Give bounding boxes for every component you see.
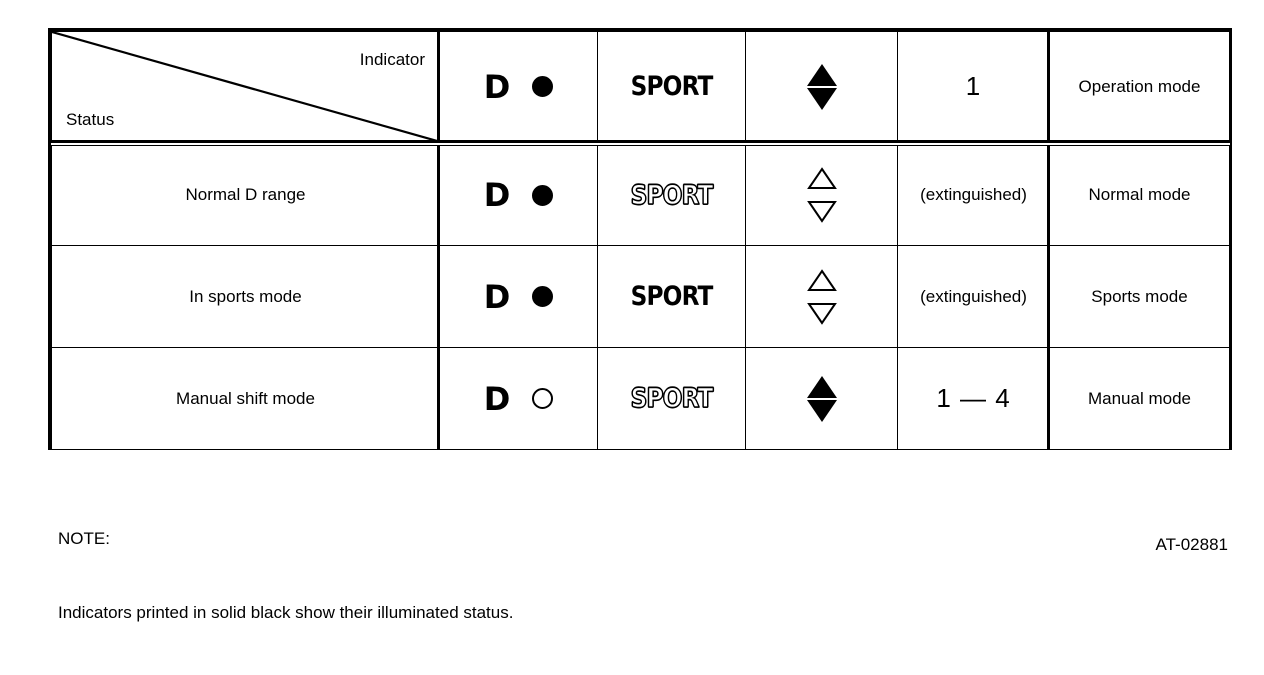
row-d-indicator-cell: D [439,143,598,246]
operation-mode-value: Sports mode [1091,286,1188,306]
status-label: Manual shift mode [176,388,315,408]
row-d-indicator-cell: D [439,245,598,348]
row-operation-mode-cell: Manual mode [1049,347,1230,450]
sport-word: SPORT [630,179,714,211]
row-gear-cell: (extinguished) [897,245,1050,348]
triangle-down-outline-icon [806,200,837,224]
triangle-up-outline-icon [806,268,837,292]
row-updown-indicator-cell [745,143,898,246]
figure-page: Indicator Status D SPORT [48,28,1232,622]
header-label-indicator: Indicator [359,50,425,69]
row-sport-indicator-cell: SPORT [597,245,746,348]
row-updown-indicator-cell [745,245,898,348]
row-gear-cell: (extinguished) [897,143,1050,246]
sport-word: SPORT [630,281,714,312]
row-gear-cell: 1 — 4 [897,347,1050,450]
diagonal-line-icon [52,32,439,142]
filled-circle-icon [532,184,554,206]
figure-id: AT-02881 [1155,535,1228,554]
d-letter: D [483,176,511,215]
d-indicator-group: D [440,383,597,415]
row-sport-indicator-cell: SPORT [597,143,746,246]
d-letter: D [483,67,511,106]
triangle-down-icon [806,87,837,110]
gear-value: (extinguished) [920,286,1027,306]
header-corner-cell: Indicator Status [51,31,440,146]
gear-value: 1 — 4 [936,383,1011,413]
table-row: Manual shift mode D SPORT [51,347,1230,450]
d-letter: D [483,277,511,316]
triangle-up-icon [806,63,837,86]
table-row: In sports mode D SPORT [51,245,1230,348]
gear-number: 1 [965,71,982,102]
row-sport-indicator-cell: SPORT [597,347,746,450]
note-block: NOTE: Indicators printed in solid black … [58,478,513,675]
status-label: In sports mode [189,286,302,306]
operation-mode-value: Normal mode [1088,185,1191,205]
gear-value: (extinguished) [920,185,1027,205]
indicator-status-table: Indicator Status D SPORT [48,28,1232,450]
row-operation-mode-cell: Sports mode [1049,245,1230,348]
operation-mode-value: Manual mode [1087,388,1191,408]
up-down-triangle-group [746,167,897,224]
triangle-up-icon [806,375,837,398]
header-label-status: Status [66,109,115,129]
operation-mode-header-label: Operation mode [1078,76,1201,96]
row-status-cell: In sports mode [51,245,440,348]
up-down-triangle-group [746,268,897,325]
triangle-down-outline-icon [806,302,837,325]
corner-diagonal: Indicator Status [52,32,439,142]
row-d-indicator-cell: D [439,347,598,450]
d-letter: D [483,379,511,418]
triangle-down-icon [806,399,837,422]
header-cell-d-indicator: D [439,31,598,146]
up-down-triangle-group [746,375,897,422]
table-header-row: Indicator Status D SPORT [51,31,1230,146]
d-indicator-group: D [440,179,597,211]
note-text: Indicators printed in solid black show t… [58,603,514,623]
note-title: NOTE: [58,529,110,549]
sport-word: SPORT [630,382,714,414]
header-cell-gear-indicator: 1 [897,31,1050,146]
up-down-triangle-group [746,63,897,110]
status-label: Normal D range [185,185,306,205]
filled-circle-icon [532,286,554,307]
open-circle-icon [532,388,554,409]
header-cell-sport-indicator: SPORT [597,31,746,146]
row-status-cell: Normal D range [51,143,440,246]
header-cell-operation-mode: Operation mode [1049,31,1230,146]
d-indicator-group: D [440,71,597,103]
triangle-up-outline-icon [806,167,837,190]
row-status-cell: Manual shift mode [51,347,440,450]
sport-word: SPORT [630,71,714,103]
row-operation-mode-cell: Normal mode [1049,143,1230,246]
row-updown-indicator-cell [745,347,898,450]
header-cell-updown-indicator [745,31,898,146]
table-grid: Indicator Status D SPORT [51,31,1230,450]
d-indicator-group: D [440,281,597,313]
filled-circle-icon [532,76,554,98]
table-row: Normal D range D SPORT [51,143,1230,246]
